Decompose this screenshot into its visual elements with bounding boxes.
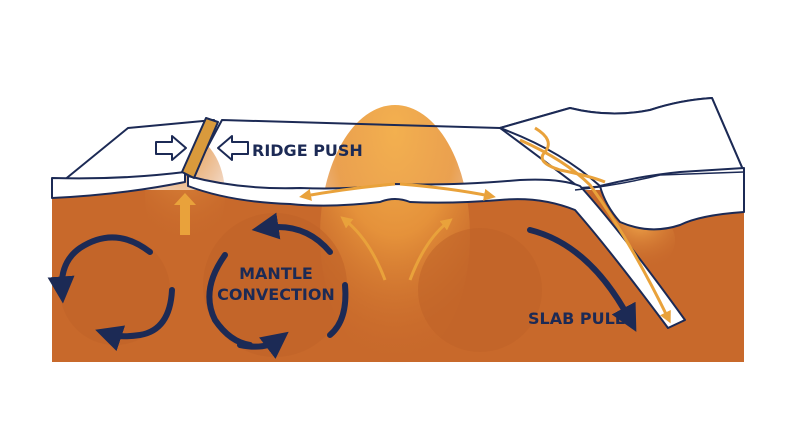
mantle-convection-label-line2: CONVECTION (217, 285, 335, 304)
ridge-push-arrow-right (217, 135, 249, 161)
convection-arrow-left-top (47, 234, 153, 304)
convection-arrow-left-bottom (95, 287, 175, 352)
ridge-push-label: RIDGE PUSH (252, 141, 363, 160)
convection-cell-right (418, 228, 542, 352)
convection-arrow-center-left (206, 252, 253, 348)
convection-arrow-center-top (251, 212, 333, 255)
slab-inner-line (519, 138, 671, 324)
upwelling-arrow (174, 193, 196, 235)
mantle-convection-label-line1: MANTLE (239, 264, 313, 283)
ridge-push-arrow-left (155, 135, 187, 161)
slab-pull-arrow (527, 227, 637, 332)
plume-arrow-right (408, 218, 453, 281)
left-plate-front (51, 171, 186, 199)
spread-arrow-right (399, 182, 496, 201)
convection-arrow-center-right (327, 282, 349, 338)
mid-ocean-ridge (181, 117, 219, 179)
slab-pull-label: SLAB PULL (528, 309, 625, 328)
convection-arrow-center-bottom (237, 331, 289, 359)
convection-cell-center (203, 213, 347, 357)
convection-cell-left (60, 235, 170, 345)
overriding-plate-ridge-line (574, 171, 745, 191)
spread-arrow-left (299, 182, 396, 201)
volcanic-arc-line (534, 126, 606, 184)
overriding-plate-front (599, 167, 745, 231)
plume-arrow-left (340, 216, 387, 281)
